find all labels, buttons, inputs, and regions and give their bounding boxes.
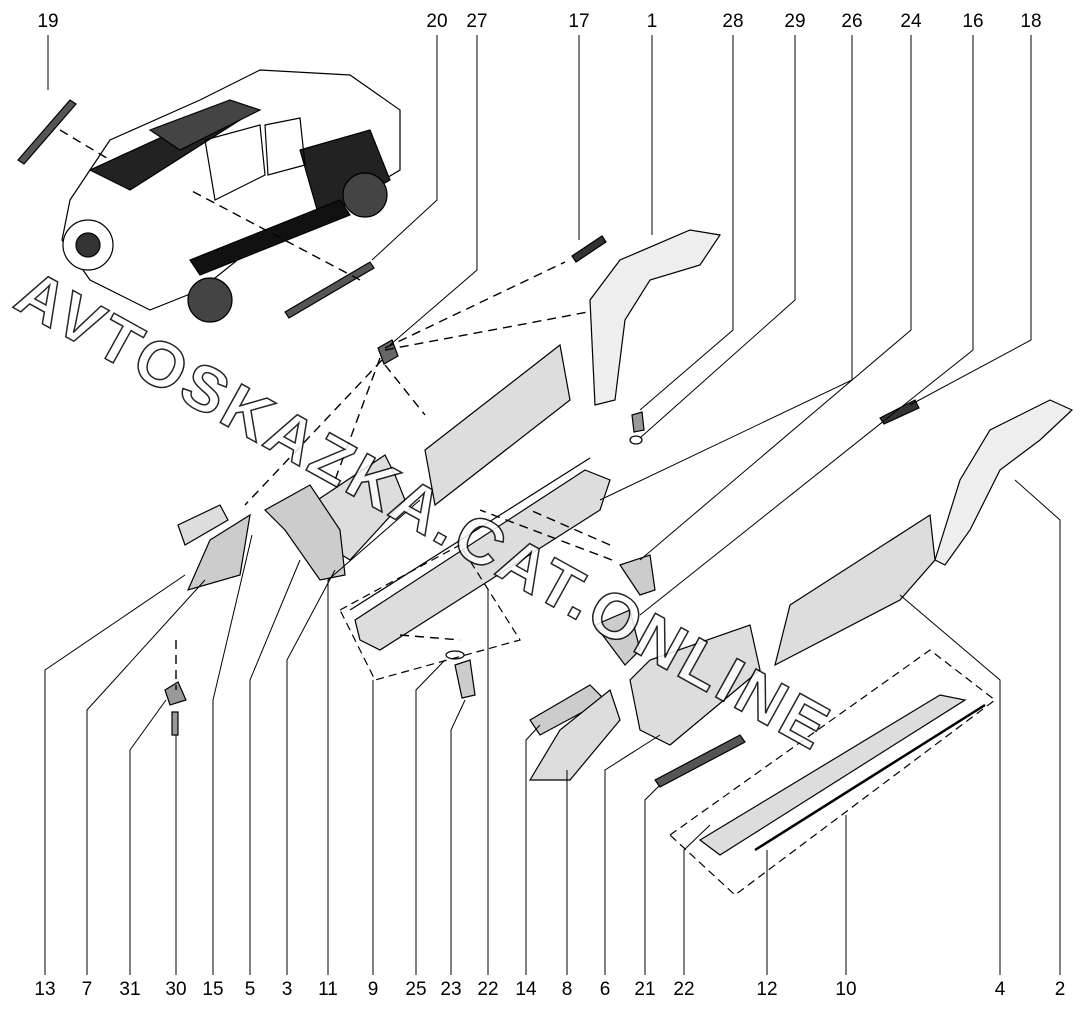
callout-16: 16 [962, 11, 984, 32]
callout-25: 25 [405, 979, 427, 1000]
callout-24: 24 [900, 11, 922, 32]
callout-29: 29 [784, 11, 806, 32]
callout-12: 12 [756, 979, 778, 1000]
callout-18: 18 [1020, 11, 1042, 32]
callout-21: 21 [634, 979, 656, 1000]
callout-11: 11 [318, 979, 338, 1000]
vehicle-illustration [61, 69, 401, 323]
callout-13: 13 [34, 979, 56, 1000]
callout-6: 6 [599, 979, 611, 1000]
callout-17: 17 [568, 11, 590, 32]
callout-1: 1 [646, 11, 658, 32]
callout-26: 26 [841, 11, 863, 32]
callout-28: 28 [722, 11, 744, 32]
callout-15: 15 [202, 979, 224, 1000]
callout-27: 27 [466, 11, 488, 32]
callout-22: 22 [477, 979, 499, 1000]
callout-2: 2 [1054, 979, 1066, 1000]
callout-30: 30 [165, 979, 187, 1000]
callout-19: 19 [37, 11, 59, 32]
callout-7: 7 [81, 979, 93, 1000]
callout-5: 5 [244, 979, 256, 1000]
callout-10: 10 [835, 979, 857, 1000]
callout-14: 14 [515, 979, 537, 1000]
callout-22b: 22 [673, 979, 695, 1000]
callout-8: 8 [561, 979, 573, 1000]
callout-20: 20 [426, 11, 448, 32]
callout-23: 23 [440, 979, 462, 1000]
callout-3: 3 [281, 979, 293, 1000]
callout-4: 4 [994, 979, 1006, 1000]
callout-9: 9 [367, 979, 379, 1000]
callout-31: 31 [119, 979, 141, 1000]
